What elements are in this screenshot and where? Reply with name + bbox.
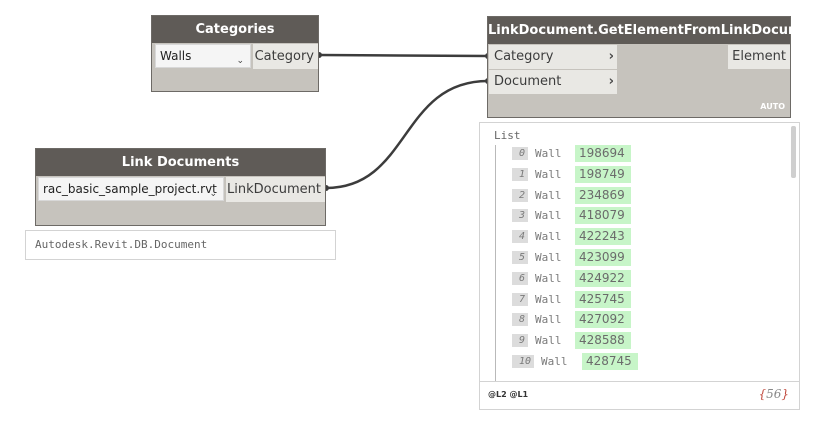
category-dropdown-value: Walls [160, 49, 192, 63]
list-item-type: Wall [535, 167, 562, 181]
list-item-type: Wall [535, 292, 562, 306]
category-output-port[interactable]: Category [253, 44, 318, 69]
list-item-type: Wall [535, 188, 562, 202]
get-element-node[interactable]: LinkDocument.GetElementFromLinkDocument … [487, 16, 826, 118]
link-document-preview: Autodesk.Revit.DB.Document [25, 230, 336, 260]
document-input-port[interactable]: Document › [489, 70, 617, 94]
list-item-type: Wall [535, 147, 562, 160]
list-item[interactable]: 6 Wall 424922 [480, 269, 780, 288]
vertical-scrollbar[interactable] [791, 126, 796, 178]
list-item-value: 427092 [575, 311, 631, 329]
tree-line [495, 145, 496, 381]
list-item-index: 2 [512, 188, 528, 202]
list-item-value: 424922 [575, 269, 631, 287]
get-element-node-title[interactable]: LinkDocument.GetElementFromLinkDocument [488, 17, 826, 44]
list-item-index: 8 [512, 313, 528, 327]
list-item-value: 198694 [575, 145, 631, 162]
link-document-dropdown-value: rac_basic_sample_project.rvt [43, 182, 217, 196]
list-item-index: 6 [512, 271, 528, 285]
list-item-index: 10 [512, 355, 534, 368]
list-item-index: 7 [512, 292, 528, 306]
list-item-type: Wall [535, 209, 562, 223]
list-count: {56} [758, 387, 789, 401]
count-close-brace: } [781, 387, 789, 401]
list-item[interactable]: 3 Wall 418079 [480, 207, 780, 225]
categories-node-title[interactable]: Categories [152, 16, 318, 43]
list-item[interactable]: 5 Wall 423099 [480, 249, 780, 267]
list-item-value: 428745 [582, 353, 638, 370]
list-item-index: 1 [512, 167, 528, 181]
list-item-value: 198749 [575, 165, 631, 183]
chevron-down-icon: ⌄ [209, 189, 217, 199]
list-item-type: Wall [535, 271, 562, 285]
count-value: 56 [766, 387, 782, 401]
list-item-value: 428588 [575, 332, 631, 350]
list-item-value: 425745 [575, 290, 631, 308]
list-item-index: 5 [512, 251, 528, 264]
list-item[interactable]: 2 Wall 234869 [480, 186, 780, 205]
list-item-index: 3 [512, 209, 528, 223]
link-document-output-port[interactable]: LinkDocument [226, 177, 325, 202]
list-item[interactable]: 10 Wall 428745 [480, 353, 780, 371]
list-levels[interactable]: @L2 @L1 [488, 390, 529, 399]
chevron-down-icon: ⌄ [236, 56, 244, 66]
list-item[interactable]: 7 Wall 425745 [480, 290, 780, 309]
wire-category [318, 53, 489, 58]
link-documents-node-title[interactable]: Link Documents [36, 149, 325, 176]
chevron-right-icon: › [608, 74, 614, 89]
list-label: List [494, 129, 521, 142]
list-footer-divider [480, 381, 799, 382]
list-item-value: 418079 [575, 207, 631, 225]
list-item-value: 234869 [575, 186, 631, 204]
link-document-dropdown[interactable]: rac_basic_sample_project.rvt ⌄ [38, 177, 224, 201]
count-open-brace: { [758, 387, 767, 401]
category-input-port[interactable]: Category › [489, 45, 617, 69]
link-documents-node[interactable]: Link Documents rac_basic_sample_project.… [35, 148, 326, 226]
chevron-right-icon: › [608, 49, 614, 64]
list-item-index: 4 [512, 230, 528, 244]
list-item[interactable]: 0 Wall 198694 [480, 145, 780, 163]
category-input-label: Category [494, 49, 554, 64]
list-item-type: Wall [535, 334, 562, 348]
list-item-type: Wall [541, 355, 568, 368]
wire-document [325, 79, 489, 190]
list-item-type: Wall [535, 251, 562, 264]
list-item-index: 9 [512, 334, 528, 348]
list-item-index: 0 [512, 147, 528, 160]
list-item-type: Wall [535, 313, 562, 327]
list-item-type: Wall [535, 230, 562, 244]
list-item-value: 422243 [575, 228, 631, 246]
lacing-indicator[interactable]: AUTO [760, 102, 785, 111]
categories-node[interactable]: Categories Walls ⌄ Category [151, 15, 319, 92]
list-item[interactable]: 8 Wall 427092 [480, 311, 780, 329]
document-input-label: Document [494, 74, 562, 89]
list-item[interactable]: 9 Wall 428588 [480, 332, 780, 350]
list-item[interactable]: 4 Wall 422243 [480, 228, 780, 246]
list-item-value: 423099 [575, 249, 631, 266]
link-document-preview-text: Autodesk.Revit.DB.Document [35, 238, 208, 251]
element-output-port[interactable]: Element [728, 45, 790, 69]
category-dropdown[interactable]: Walls ⌄ [155, 44, 251, 68]
list-item[interactable]: 1 Wall 198749 [480, 165, 780, 184]
